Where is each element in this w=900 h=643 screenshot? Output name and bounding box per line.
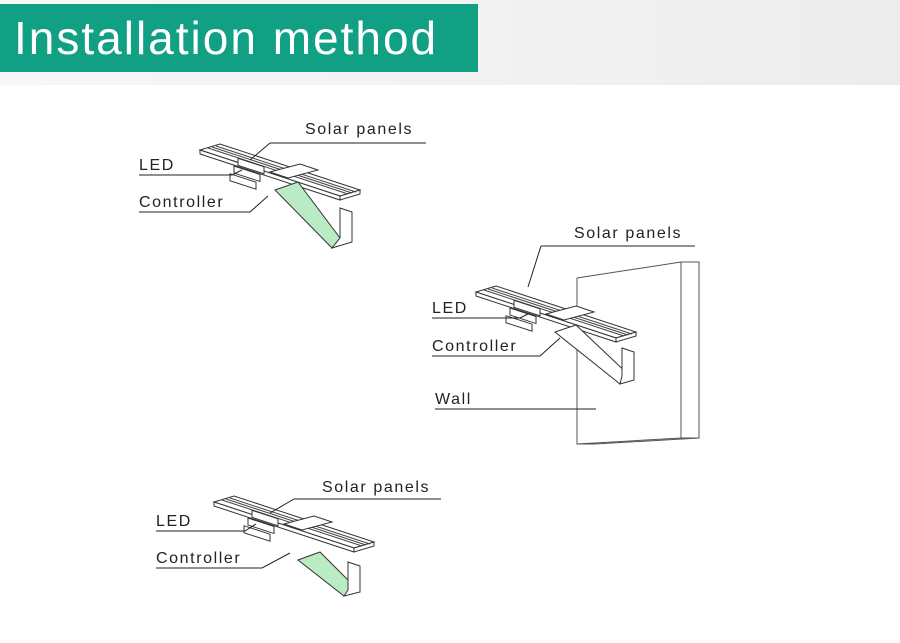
page-title: Installation method [14,12,439,64]
label-led-2: LED [432,300,468,317]
label-solar-panels-3: Solar panels [322,479,431,496]
label-led-1: LED [139,157,175,174]
title-banner: Installation method [0,4,478,72]
label-solar-panels-1: Solar panels [305,121,414,138]
label-controller-3: Controller [156,550,242,567]
lamp-diagram-3 [156,495,441,597]
label-controller-2: Controller [432,338,518,355]
label-led-3: LED [156,513,192,530]
label-wall: Wall [435,391,472,408]
label-controller-1: Controller [139,194,225,211]
lamp-diagram-1 [139,142,426,249]
mount-bracket-3 [296,551,357,597]
label-solar-panels-2: Solar panels [574,225,683,242]
lamp-diagram-2 [432,245,700,445]
